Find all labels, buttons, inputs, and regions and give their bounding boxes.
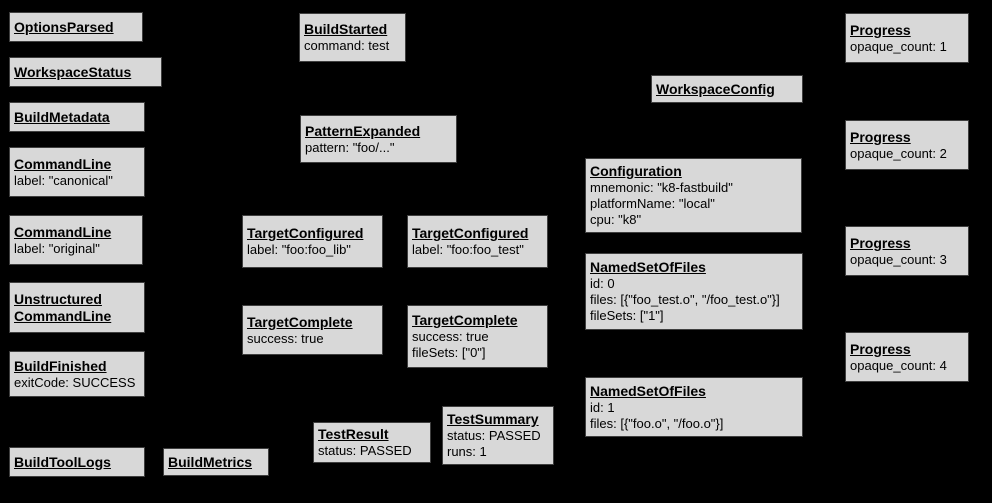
node-field: status: PASSED [447,428,541,443]
node-title: TargetComplete [247,313,353,330]
node-title: WorkspaceStatus [14,63,132,80]
node-build-metrics: BuildMetrics [163,448,269,476]
node-named-set-of-files-1: NamedSetOfFiles id: 1 files: [{"foo.o", … [585,377,803,437]
node-title: OptionsParsed [14,18,114,35]
node-field: command: test [304,38,390,53]
node-field: exitCode: SUCCESS [14,374,136,390]
node-pattern-expanded: PatternExpanded pattern: "foo/..." [300,115,457,163]
node-title: PatternExpanded [305,122,421,139]
node-unstructured-command-line: Unstructured CommandLine [9,282,145,333]
node-title: Progress [850,128,911,145]
node-target-configured-foo-test: TargetConfigured label: "foo:foo_test" [407,215,548,268]
node-field: files: [{"foo_test.o", "/foo_test.o"}] [590,292,780,307]
node-command-line-original: CommandLine label: "original" [9,215,143,265]
node-field: fileSets: ["0"] [412,345,486,360]
node-build-started: BuildStarted command: test [299,13,406,62]
node-title: CommandLine [14,223,112,240]
node-title: BuildMetadata [14,108,110,125]
node-target-complete-foo-lib: TargetComplete success: true [242,305,383,355]
node-field: fileSets: ["1"] [590,308,664,323]
node-title: BuildFinished [14,357,107,374]
node-workspace-config: WorkspaceConfig [651,75,803,103]
node-configuration: Configuration mnemonic: "k8-fastbuild" p… [585,158,802,233]
node-field: mnemonic: "k8-fastbuild" [590,180,733,195]
node-title: CommandLine [14,155,112,172]
node-workspace-status: WorkspaceStatus [9,57,162,87]
node-title: Unstructured [14,290,102,307]
node-field: cpu: "k8" [590,212,642,227]
node-title: BuildStarted [304,21,388,37]
node-field: success: true [247,330,324,346]
node-build-finished: BuildFinished exitCode: SUCCESS [9,351,145,397]
node-title: BuildMetrics [168,453,253,470]
node-title: NamedSetOfFiles [590,259,706,275]
node-command-line-canonical: CommandLine label: "canonical" [9,147,145,197]
node-field: id: 0 [590,276,615,291]
node-field: label: "canonical" [14,172,113,188]
node-field: runs: 1 [447,444,487,459]
node-field: label: "foo:foo_test" [412,242,524,257]
node-field: label: "foo:foo_lib" [247,242,351,257]
node-title: Progress [850,21,911,38]
node-title: TargetConfigured [247,225,364,241]
node-field: success: true [412,329,489,344]
node-field: opaque_count: 2 [850,145,947,161]
node-progress-2: Progress opaque_count: 2 [845,120,969,170]
node-field: opaque_count: 1 [850,38,947,54]
node-title: CommandLine [14,307,112,324]
node-title: TargetComplete [412,312,518,328]
node-field: label: "original" [14,240,100,256]
node-options-parsed: OptionsParsed [9,12,143,42]
node-target-configured-foo-lib: TargetConfigured label: "foo:foo_lib" [242,215,383,268]
node-title: Configuration [590,163,682,179]
node-title: Progress [850,340,911,357]
node-title: TestResult [318,426,389,442]
node-build-metadata: BuildMetadata [9,102,145,132]
node-title: WorkspaceConfig [656,80,775,97]
node-title: BuildToolLogs [14,453,111,470]
node-progress-4: Progress opaque_count: 4 [845,332,969,382]
node-title: TargetConfigured [412,225,529,241]
node-test-result: TestResult status: PASSED [313,422,431,463]
node-field: opaque_count: 3 [850,251,947,267]
node-title: NamedSetOfFiles [590,382,706,399]
node-progress-3: Progress opaque_count: 3 [845,226,969,276]
node-progress-1: Progress opaque_count: 1 [845,13,969,63]
node-title: TestSummary [447,411,539,427]
node-field: id: 1 [590,399,615,415]
node-named-set-of-files-0: NamedSetOfFiles id: 0 files: [{"foo_test… [585,253,803,330]
node-field: pattern: "foo/..." [305,139,395,155]
node-title: Progress [850,234,911,251]
node-field: opaque_count: 4 [850,357,947,373]
node-field: files: [{"foo.o", "/foo.o"}] [590,415,724,431]
node-test-summary: TestSummary status: PASSED runs: 1 [442,406,554,465]
node-build-tool-logs: BuildToolLogs [9,447,145,477]
node-field: platformName: "local" [590,196,715,211]
node-target-complete-foo-test: TargetComplete success: true fileSets: [… [407,305,548,368]
node-field: status: PASSED [318,443,412,458]
